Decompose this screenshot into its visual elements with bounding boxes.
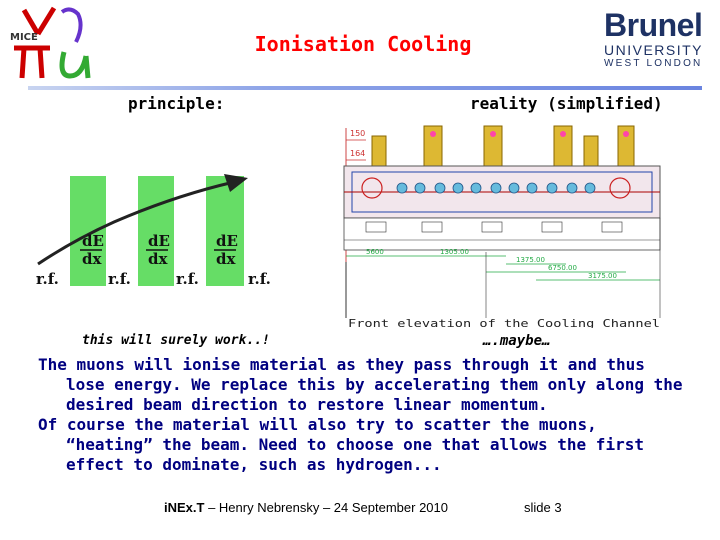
mice-logo: MICE <box>10 6 91 79</box>
body-text: The muons will ionise material as they p… <box>38 355 688 475</box>
dimension-label-164: 164 <box>350 149 365 158</box>
principle-diagram: dE dx dE dx dE dx r.f. r.f. r.f. r.f. <box>36 174 271 288</box>
principle-caption: this will surely work..! <box>82 333 270 348</box>
absorber-block-1 <box>70 176 106 286</box>
brunel-logo-name: Brunel <box>604 7 703 43</box>
title-divider <box>28 86 702 90</box>
rf-label-3: r.f. <box>176 270 199 288</box>
dedx-denominator-1: dx <box>82 250 102 268</box>
footer: iNEx.T – Henry Nebrensky – 24 September … <box>164 500 448 515</box>
dedx-numerator-2: dE <box>148 232 170 250</box>
dedx-denominator-2: dx <box>148 250 168 268</box>
dimension-label-1375: 1375.00 <box>516 256 545 264</box>
slide-title: Ionisation Cooling <box>254 32 472 56</box>
trajectory-arrowhead <box>224 174 248 192</box>
footer-project: iNEx.T <box>164 500 205 515</box>
rf-label-1: r.f. <box>36 270 59 288</box>
absorber-block-3 <box>206 176 244 286</box>
absorber-block-2 <box>138 176 174 286</box>
muon-trajectory <box>37 180 235 266</box>
dedx-numerator-1: dE <box>82 232 104 250</box>
dedx-numerator-3: dE <box>216 232 238 250</box>
rf-label-2: r.f. <box>108 270 131 288</box>
brunel-logo-university: UNIVERSITY <box>604 42 704 58</box>
paragraph-1: The muons will ionise material as they p… <box>38 355 683 414</box>
principle-label: principle: <box>128 94 225 113</box>
brunel-logo-location: WEST LONDON <box>604 58 703 69</box>
cooling-channel-diagram: 150 164 5600 1305.00 <box>343 125 661 328</box>
dimension-label-1305: 1305.00 <box>440 248 469 256</box>
dimension-label-6750: 6750.00 <box>548 264 577 272</box>
rf-label-4: r.f. <box>248 270 271 288</box>
slide-number: slide 3 <box>524 500 562 515</box>
reality-caption: ….maybe… <box>483 333 551 349</box>
dimension-label-3175: 3175.00 <box>588 272 617 280</box>
reality-label: reality (simplified) <box>470 94 663 113</box>
diagram-caption: Front elevation of the Cooling Channel <box>348 318 660 328</box>
dimension-label-5600: 5600 <box>366 248 384 256</box>
footer-author-date: – Henry Nebrensky – 24 September 2010 <box>204 500 448 515</box>
dedx-denominator-3: dx <box>216 250 236 268</box>
dimension-label-150: 150 <box>350 129 365 138</box>
paragraph-2: Of course the material will also try to … <box>38 415 644 474</box>
brunel-logo: Brunel UNIVERSITY WEST LONDON <box>604 8 714 70</box>
mice-logo-text: MICE <box>10 32 38 43</box>
